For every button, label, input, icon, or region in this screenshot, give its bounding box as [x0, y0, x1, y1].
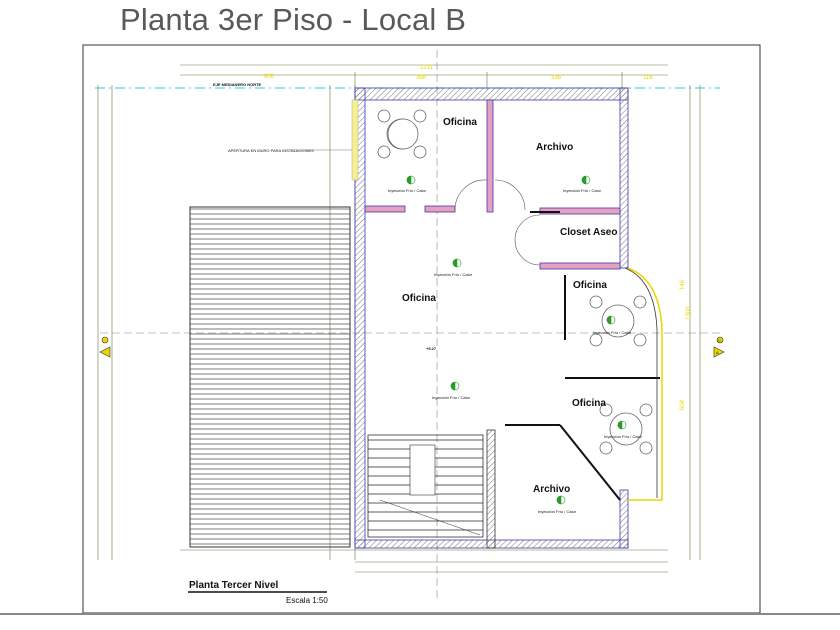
level-marker: +9.27 — [426, 346, 437, 351]
axis-label: EJE MEDIANERO NORTE — [213, 82, 262, 87]
dim-right: 118 — [643, 75, 653, 81]
hvac-label: Inyección Frío / Calor — [604, 434, 643, 439]
dim-right-lower: 604 — [680, 399, 686, 410]
roof-area — [189, 206, 351, 548]
drawing-scale: Escala 1:50 — [286, 596, 328, 605]
dim-outer-left: 606 — [264, 74, 275, 80]
section-mark-a: A — [716, 350, 719, 355]
hvac-label: Inyección Frío / Calor — [434, 272, 473, 277]
room-label-oficina: Oficina — [443, 117, 477, 128]
hvac-label: Inyección Frío / Calor — [432, 395, 471, 400]
curved-wall — [627, 267, 663, 501]
hvac-label: Inyección Frío / Calor — [563, 188, 602, 193]
dim-right-vertical: 1300 — [686, 306, 692, 320]
dim-mid: 336 — [551, 75, 562, 81]
dim-total: 1211 — [420, 65, 434, 71]
room-label-oficina: Oficina — [573, 280, 607, 291]
hvac-label: Inyección Frío / Calor — [593, 330, 632, 335]
hvac-icon — [406, 175, 627, 505]
wall-note: APERTURA EN MURO PARA INSTALACIONES — [228, 148, 314, 153]
section-mark-left — [99, 336, 111, 358]
partitions — [505, 211, 660, 501]
page-title: Planta 3er Piso - Local B — [120, 2, 467, 37]
section-mark-c: C — [718, 338, 721, 343]
room-label-oficina: Oficina — [572, 398, 606, 409]
room-label-oficina: Oficina — [402, 293, 436, 304]
outer-walls — [351, 87, 629, 549]
dim-left: 368 — [416, 75, 427, 81]
meeting-table — [589, 295, 647, 347]
doors — [454, 179, 541, 266]
dim-right-upper: 146 — [680, 279, 686, 290]
hvac-label: Inyección Frío / Calor — [388, 188, 427, 193]
meeting-table — [599, 403, 653, 455]
room-label-archivo: Archivo — [533, 484, 570, 495]
room-label-closet-aseo: Closet Aseo — [560, 227, 617, 238]
hvac-label: Inyección Frío / Calor — [538, 509, 577, 514]
meeting-table — [377, 109, 427, 159]
room-label-archivo: Archivo — [536, 142, 573, 153]
section-mark-right — [713, 336, 725, 358]
drawing-title: Planta Tercer Nivel — [189, 580, 279, 591]
